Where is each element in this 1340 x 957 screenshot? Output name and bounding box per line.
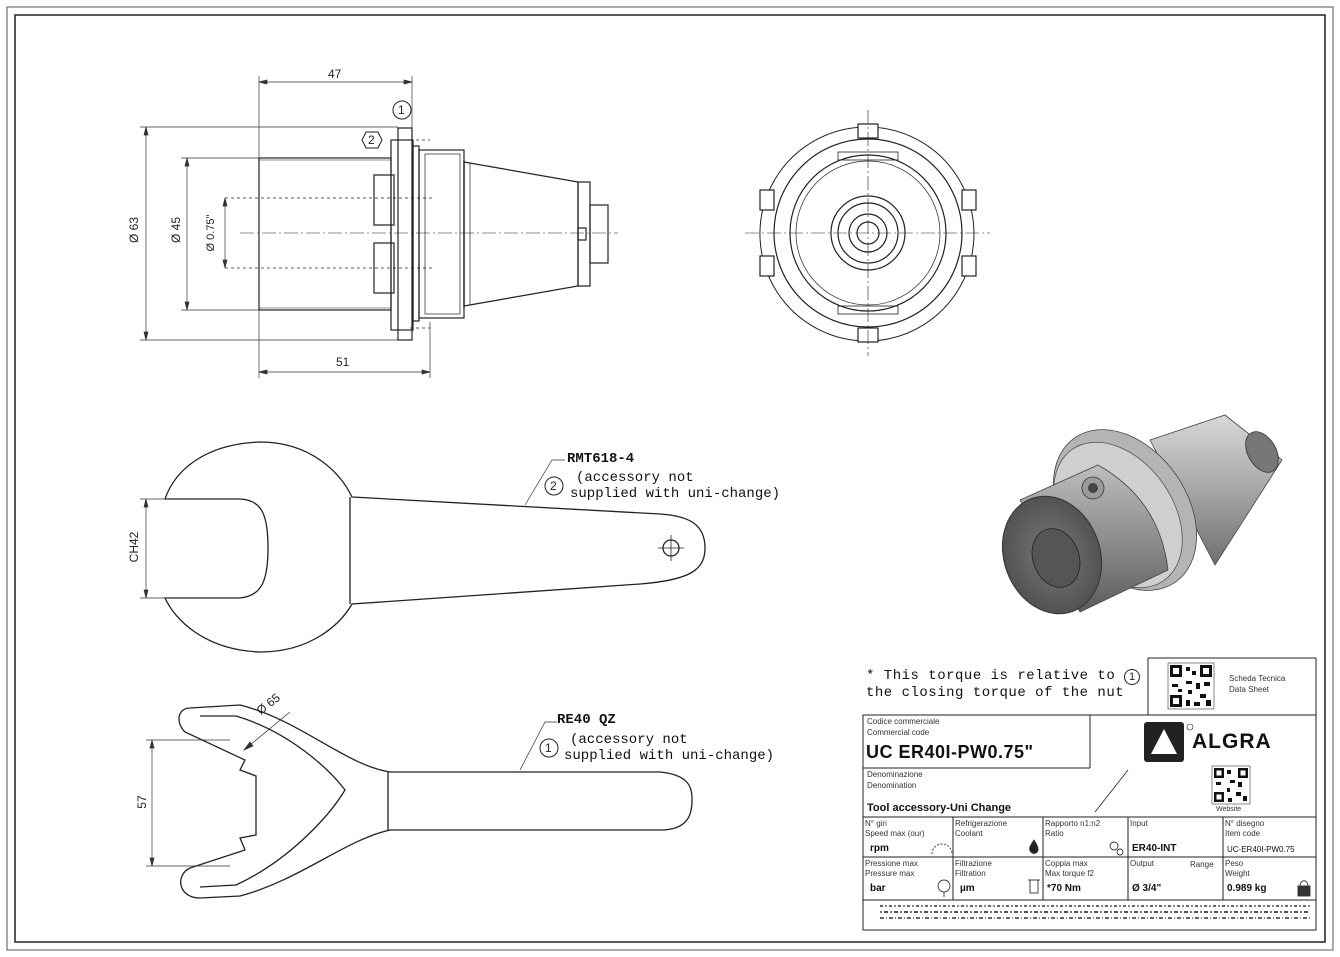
title-block-icons bbox=[931, 839, 1311, 897]
wrench-bottom-name: RE40 QZ bbox=[557, 712, 616, 728]
denomination-value: Tool accessory-Uni Change bbox=[867, 802, 1012, 814]
gears-icon bbox=[1109, 841, 1124, 856]
filtration-label-it: Filtrazione bbox=[955, 859, 992, 868]
ratio-label-en: Ratio bbox=[1045, 829, 1064, 838]
drawing-number-value: UC-ER40I-PW0.75 bbox=[1227, 845, 1295, 854]
wrench-bottom-dimension bbox=[146, 711, 557, 867]
wrench-bottom-note-line1: (accessory not bbox=[570, 732, 688, 748]
weight-value: 0.989 kg bbox=[1227, 883, 1267, 894]
callout-2-label: 2 bbox=[368, 133, 375, 147]
wrench-top-dimension bbox=[140, 459, 565, 599]
wrench-bottom-note-line2: supplied with uni-change) bbox=[564, 748, 775, 764]
input-label: Input bbox=[1130, 819, 1148, 828]
isometric-view bbox=[1001, 414, 1283, 615]
speed-label-en: Speed max (our) bbox=[865, 829, 925, 838]
wrench-bottom-ref: 1 bbox=[545, 741, 552, 755]
website-label: Website bbox=[1216, 806, 1242, 813]
wrench-top-name: RMT618-4 bbox=[567, 451, 635, 467]
dim-length-47: 47 bbox=[328, 67, 342, 81]
torque-label-it: Coppia max bbox=[1045, 859, 1088, 868]
dim-wrench-57: 57 bbox=[135, 795, 149, 809]
weight-label-en: Weight bbox=[1225, 869, 1250, 878]
callout-1-label: 1 bbox=[398, 103, 405, 117]
qr-code-datasheet bbox=[1167, 662, 1215, 710]
code-label-it: Codice commerciale bbox=[867, 717, 940, 726]
filtration-label-en: Filtration bbox=[955, 869, 986, 878]
range-label: Range bbox=[1190, 860, 1214, 869]
qr-code-website bbox=[1211, 765, 1251, 805]
dim-diameter-63: Ø 63 bbox=[127, 217, 141, 244]
torque-note-line1: * This torque is relative to bbox=[866, 668, 1116, 684]
code-label-en: Commercial code bbox=[867, 728, 930, 737]
torque-note-line2: the closing torque of the nut bbox=[866, 685, 1125, 701]
dim-length-51: 51 bbox=[336, 355, 350, 369]
drawing-number-label-en: Item code bbox=[1225, 829, 1261, 838]
wrench-top-ref: 2 bbox=[550, 479, 557, 493]
speed-label-it: N° giri bbox=[865, 819, 887, 828]
brand-name: ALGRA bbox=[1192, 730, 1272, 753]
pressure-label-it: Pressione max bbox=[865, 859, 918, 868]
title-block-frame bbox=[862, 657, 1317, 931]
coolant-label-it: Refrigerazione bbox=[955, 819, 1008, 828]
ratio-label-it: Rapporto n1:n2 bbox=[1045, 819, 1101, 828]
output-value: Ø 3/4" bbox=[1132, 883, 1162, 894]
input-value: ER40-INT bbox=[1132, 843, 1177, 854]
coolant-label-en: Coolant bbox=[955, 829, 983, 838]
gauge-icon bbox=[931, 843, 953, 855]
sheet-border-outer bbox=[6, 6, 1334, 951]
torque-label-en: Max torque f2 bbox=[1045, 869, 1094, 878]
callout-1-circle-wrench bbox=[539, 738, 559, 758]
pressure-label-en: Pressure max bbox=[865, 869, 915, 878]
pressure-value: bar bbox=[870, 883, 886, 894]
algra-logo-icon bbox=[1144, 722, 1194, 762]
filtration-value: µm bbox=[960, 883, 975, 894]
wrench-top-note-line2: supplied with uni-change) bbox=[570, 486, 781, 502]
datasheet-label-it: Scheda Tecnica bbox=[1229, 674, 1286, 683]
weight-icon bbox=[1297, 880, 1311, 897]
drop-icon bbox=[1029, 839, 1039, 854]
wrench-rmt618-4 bbox=[163, 441, 706, 653]
callout-2-circle-wrench bbox=[544, 476, 564, 496]
filter-icon bbox=[1028, 879, 1040, 894]
pressure-icon bbox=[937, 879, 951, 897]
drawing-number-label-it: N° disegno bbox=[1225, 819, 1265, 828]
wrench-re40-qz bbox=[178, 704, 693, 899]
dim-wrench-ch42: CH42 bbox=[127, 531, 141, 563]
torque-note-ref: 1 bbox=[1124, 669, 1140, 685]
dim-diameter-bore: Ø 0.75" bbox=[205, 214, 217, 252]
weight-label-it: Peso bbox=[1225, 859, 1244, 868]
dim-diameter-45: Ø 45 bbox=[169, 217, 183, 244]
front-view bbox=[745, 110, 990, 356]
side-view bbox=[225, 127, 618, 341]
callout-2-hexagon bbox=[361, 131, 383, 149]
commercial-code-value: UC ER40I-PW0.75" bbox=[866, 742, 1034, 762]
denomination-label-it: Denominazione bbox=[867, 770, 923, 779]
callout-1-circle bbox=[392, 100, 412, 120]
speed-value: rpm bbox=[870, 843, 889, 854]
side-view-dimensions bbox=[140, 76, 431, 378]
wrench-top-note-line1: (accessory not bbox=[576, 470, 694, 486]
output-label: Output bbox=[1130, 859, 1155, 868]
sheet-border-inner bbox=[14, 14, 1326, 943]
disclaimer-fineprint bbox=[880, 903, 1310, 927]
denomination-label-en: Denomination bbox=[867, 781, 917, 790]
torque-value: *70 Nm bbox=[1047, 883, 1081, 894]
datasheet-label-en: Data Sheet bbox=[1229, 685, 1270, 694]
